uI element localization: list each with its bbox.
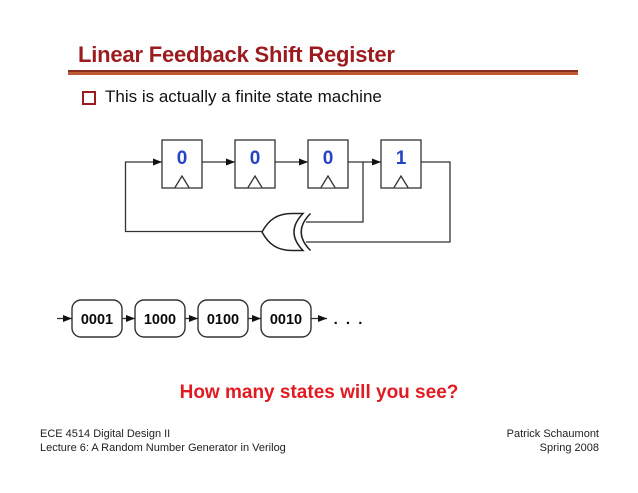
flipflop-1-value: 0	[177, 148, 188, 169]
footer-author-info: Patrick Schaumont Spring 2008	[507, 427, 599, 455]
xor-gate-extra-arc	[300, 212, 312, 252]
clock-triangle-icon	[320, 174, 336, 188]
state-box	[71, 299, 123, 338]
state-box	[134, 299, 186, 338]
state-box	[260, 299, 312, 338]
flipflop-1: 0	[161, 139, 203, 189]
footer-term: Spring 2008	[539, 442, 599, 454]
flipflop-4-value: 1	[396, 148, 407, 169]
clock-triangle-icon	[393, 174, 409, 188]
tap-wire-to-xor-top	[306, 162, 364, 223]
state-sequence: 0001 1000 0100 0010 . . .	[57, 299, 365, 338]
state-label: 0001	[81, 312, 113, 328]
flipflop-2-value: 0	[250, 148, 261, 169]
bullet-item: This is actually a finite state machine	[82, 87, 382, 107]
xor-gate-body	[261, 212, 305, 252]
title-underline	[68, 70, 578, 75]
xor-gate-icon	[261, 212, 312, 252]
clock-triangle-icon	[174, 174, 190, 188]
state-label: 0010	[270, 312, 302, 328]
flipflop-4: 1	[380, 139, 422, 189]
footer-course-info: ECE 4514 Digital Design II Lecture 6: A …	[40, 427, 286, 455]
footer-course: ECE 4514 Digital Design II	[40, 428, 171, 440]
square-bullet-icon	[82, 91, 96, 105]
bullet-text: This is actually a finite state machine	[105, 87, 382, 106]
footer-author: Patrick Schaumont	[506, 428, 599, 440]
clock-triangle-icon	[247, 174, 263, 188]
feedback-wire	[124, 158, 262, 233]
flipflop-3: 0	[307, 139, 349, 189]
state-box	[197, 299, 249, 338]
flipflop-2: 0	[234, 139, 276, 189]
footer-lecture: Lecture 6: A Random Number Generator in …	[40, 442, 286, 454]
state-label: 0100	[207, 312, 239, 328]
flipflop-chain: 0 0 0 1	[161, 139, 422, 189]
question-text: How many states will you see?	[179, 382, 459, 403]
ff4-output-wire-to-xor-bottom	[306, 161, 451, 243]
state-label: 1000	[144, 312, 176, 328]
state-ellipsis: . . .	[334, 311, 365, 328]
slide-title: Linear Feedback Shift Register	[78, 42, 395, 67]
flipflop-3-value: 0	[323, 148, 334, 169]
